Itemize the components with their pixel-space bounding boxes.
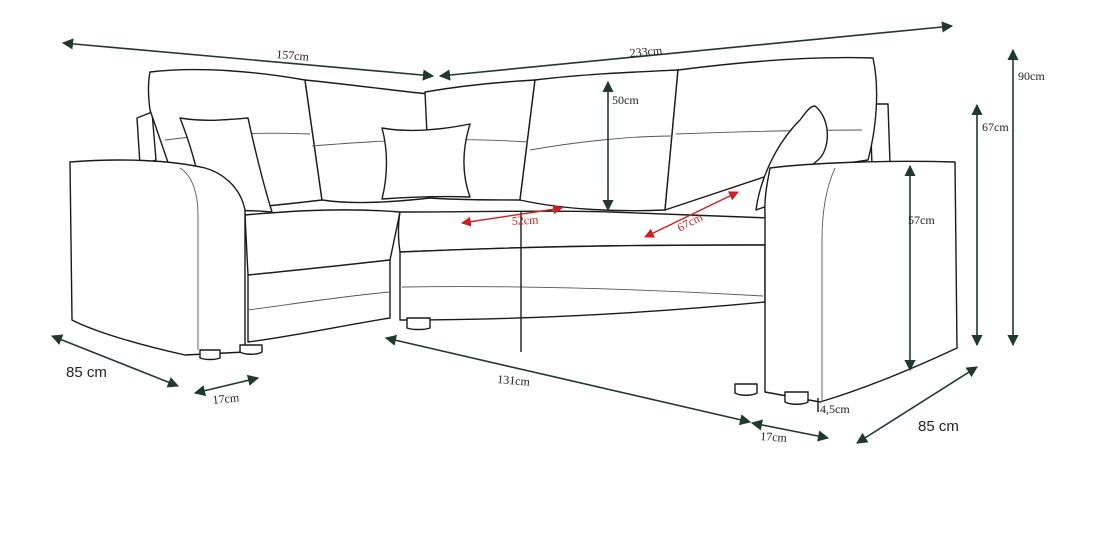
label-233: 233cm	[629, 43, 663, 60]
dim-line-233	[438, 21, 954, 81]
sofa-drawing	[69, 56, 958, 405]
label-157: 157cm	[276, 47, 310, 64]
dimension-lines	[50, 21, 1019, 444]
label-50: 50cm	[612, 93, 639, 107]
left-back-post	[136, 111, 157, 166]
dim-line-52	[461, 204, 563, 227]
label-67-height: 67cm	[982, 120, 1009, 134]
base-left-front	[247, 259, 391, 343]
base-right-front	[399, 244, 766, 321]
dim-line-67-depth	[644, 191, 739, 238]
leg-5	[784, 391, 809, 405]
dim-line-85-right	[856, 366, 978, 444]
throw-pillow-center	[381, 123, 471, 200]
armrest-left-top	[69, 159, 246, 356]
label-52: 52cm	[511, 213, 539, 228]
dim-line-17-left	[193, 374, 260, 397]
label-131: 131cm	[497, 372, 531, 389]
dimension-labels: 157cm 233cm 50cm 90cm 67cm 57cm 52cm 67c…	[66, 43, 1045, 445]
leg-3	[406, 317, 431, 331]
leg-4	[734, 383, 758, 396]
label-57: 57cm	[908, 213, 935, 227]
dim-line-157	[61, 38, 435, 81]
dim-line-85-left	[50, 334, 180, 388]
armrest-right	[764, 160, 958, 403]
leg-2	[239, 344, 263, 355]
label-90: 90cm	[1018, 69, 1045, 83]
label-4-5: 4,5cm	[820, 402, 850, 416]
dim-line-131	[384, 334, 752, 426]
dim-line-17-right	[750, 419, 830, 442]
label-85-left: 85 cm	[66, 364, 107, 381]
leg-1	[199, 349, 221, 361]
label-17-left: 17cm	[212, 390, 241, 407]
label-17-right: 17cm	[760, 429, 788, 445]
label-85-right: 85 cm	[918, 418, 959, 435]
